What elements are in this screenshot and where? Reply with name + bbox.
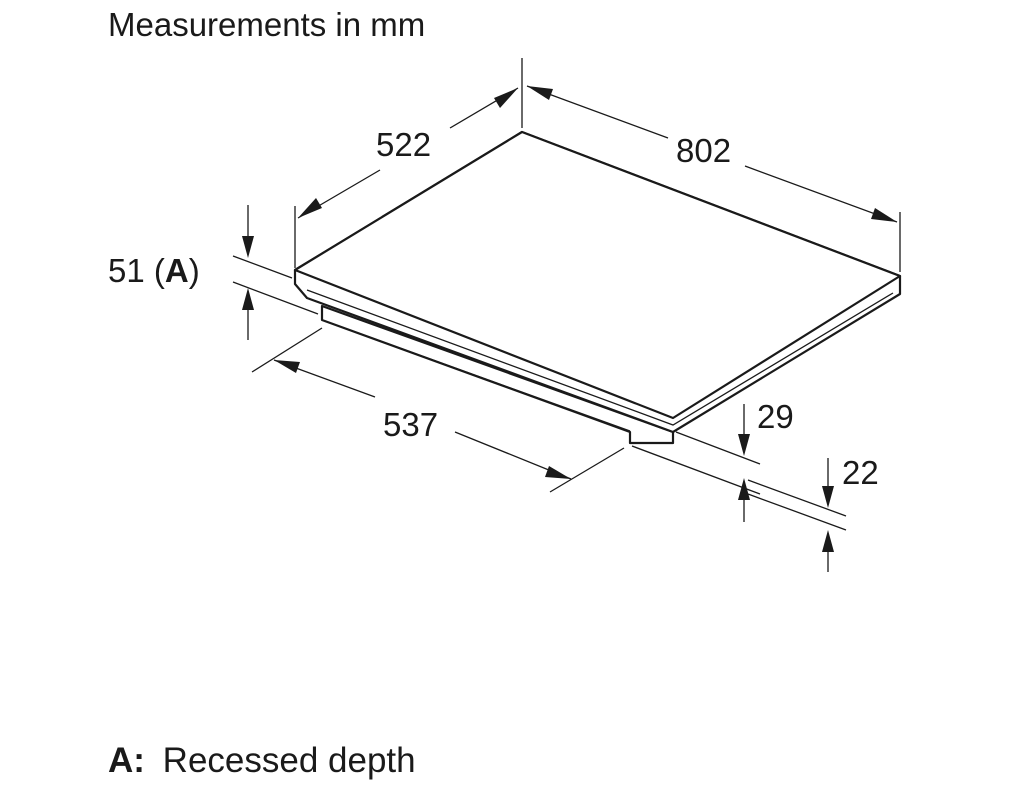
dimension-22: 22 bbox=[747, 454, 879, 572]
dimension-51-recess: 51 (A) bbox=[108, 205, 319, 340]
legend-text: Recessed depth bbox=[163, 741, 416, 780]
dimension-29: 29 bbox=[631, 398, 794, 522]
recess-marker: A bbox=[165, 252, 189, 289]
dimension-537: 537 bbox=[251, 327, 625, 493]
dimension-522-label: 522 bbox=[376, 126, 431, 163]
dimension-802-label: 802 bbox=[676, 132, 731, 169]
dimension-29-label: 29 bbox=[757, 398, 794, 435]
dimension-802: 802 bbox=[526, 85, 901, 272]
dimension-537-label: 537 bbox=[383, 406, 438, 443]
dimension-522: 522 bbox=[294, 58, 523, 268]
dimension-22-label: 22 bbox=[842, 454, 879, 491]
legend-key: A: bbox=[108, 741, 145, 780]
diagram-title: Measurements in mm bbox=[108, 6, 425, 43]
dimension-51-label: 51 (A) bbox=[108, 252, 200, 289]
legend: A: Recessed depth bbox=[108, 741, 416, 780]
hob-glass-top bbox=[293, 130, 902, 434]
